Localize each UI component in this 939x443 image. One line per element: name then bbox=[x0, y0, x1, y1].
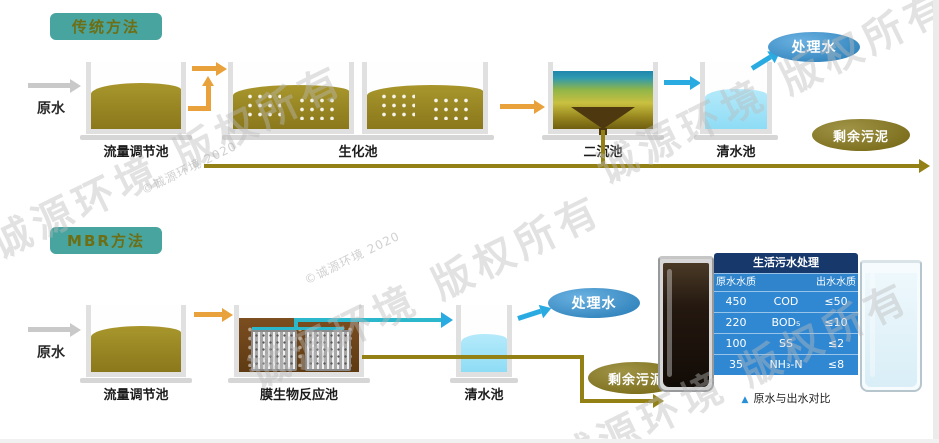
aeration-bubbles bbox=[431, 96, 473, 120]
water-fill bbox=[705, 89, 767, 129]
table-col-header-raw: 原水水质 bbox=[716, 277, 756, 288]
treated-water-badge: 处理水 bbox=[548, 288, 640, 318]
membrane-module bbox=[305, 330, 351, 371]
aeration-bubbles bbox=[245, 92, 281, 118]
flow-arrow bbox=[192, 66, 216, 71]
membrane-module bbox=[251, 330, 297, 371]
regulating-tank bbox=[86, 62, 186, 134]
aeration-bubbles bbox=[297, 96, 339, 120]
permeate-pipe bbox=[294, 318, 442, 322]
raw-water-arrow bbox=[28, 327, 70, 332]
glass-highlight bbox=[870, 273, 876, 378]
treated-water-glass bbox=[860, 260, 922, 392]
table-title: 生活污水处理 bbox=[714, 253, 858, 273]
clear-water-tank bbox=[456, 305, 512, 377]
aeration-bubbles bbox=[379, 92, 415, 118]
treated-water-badge: 处理水 bbox=[768, 32, 860, 62]
parameter: NH₃-N bbox=[769, 358, 803, 371]
raw-value: 35 bbox=[729, 358, 743, 371]
raw-water-label: 原水 bbox=[37, 345, 65, 361]
tank-label: 清水池 bbox=[464, 388, 504, 403]
comparison-caption-text: 原水与出水对比 bbox=[753, 392, 831, 405]
flow-pipe bbox=[188, 106, 210, 111]
copyright-watermark: ©诚源环境 2020 bbox=[302, 228, 403, 288]
raw-water-label: 原水 bbox=[37, 101, 65, 117]
water-fill bbox=[91, 326, 181, 372]
tank-base bbox=[80, 135, 192, 140]
table-col-header-param bbox=[758, 274, 814, 291]
raw-value: 220 bbox=[725, 316, 747, 329]
sludge-arrowhead bbox=[653, 394, 664, 408]
tank-label: 流量调节池 bbox=[103, 388, 169, 403]
flow-arrow bbox=[664, 80, 690, 85]
raw-value: 450 bbox=[725, 295, 747, 308]
table-header-row: 原水水质 出水水质 bbox=[714, 273, 858, 291]
traditional-method-badge: 传统方法 bbox=[50, 13, 162, 40]
triangle-up-icon: ▲ bbox=[741, 395, 749, 405]
sedimentation-tank bbox=[548, 62, 658, 138]
raw-value: 100 bbox=[725, 337, 747, 350]
permeate-manifold bbox=[252, 327, 344, 330]
sludge-line bbox=[601, 130, 605, 168]
sludge-line bbox=[580, 399, 654, 403]
dark-water-fill bbox=[663, 263, 709, 387]
raw-water-glass bbox=[658, 256, 714, 392]
tank-label: 流量调节池 bbox=[103, 145, 169, 160]
sludge-line bbox=[362, 355, 584, 359]
mbr-method-badge: MBR方法 bbox=[50, 227, 162, 254]
table-col-header-out: 出水水质 bbox=[816, 277, 856, 288]
regulating-tank bbox=[86, 305, 186, 377]
clear-water-tank bbox=[700, 62, 772, 134]
excess-sludge-badge: 剩余污泥 bbox=[812, 119, 910, 151]
water-fill bbox=[91, 83, 181, 129]
limit-value: ≤2 bbox=[827, 337, 845, 350]
bio-tank-2 bbox=[362, 62, 488, 134]
table-row: 220 BOD₅ ≤10 bbox=[714, 312, 858, 333]
tank-base bbox=[228, 378, 370, 383]
flow-arrow bbox=[500, 104, 534, 109]
sludge-line bbox=[580, 355, 584, 403]
table-row: 35 NH₃-N ≤8 bbox=[714, 354, 858, 375]
flow-arrow bbox=[517, 308, 542, 321]
tank-label: 生化池 bbox=[338, 145, 378, 160]
glass-highlight bbox=[667, 269, 672, 377]
tank-base bbox=[222, 135, 494, 140]
quality-table: 生活污水处理 原水水质 出水水质 450 COD ≤50 220 BOD₅ ≤1… bbox=[714, 253, 858, 375]
page-edge bbox=[933, 0, 939, 443]
table-row: 100 SS ≤2 bbox=[714, 333, 858, 354]
sludge-line bbox=[204, 164, 920, 168]
page-edge bbox=[0, 439, 939, 443]
clear-water-fill bbox=[865, 273, 917, 387]
bio-tank-1 bbox=[228, 62, 354, 134]
tank-base bbox=[80, 378, 192, 383]
comparison-caption: ▲ 原水与出水对比 bbox=[700, 390, 872, 406]
tank-base bbox=[450, 378, 518, 383]
table-row: 450 COD ≤50 bbox=[714, 291, 858, 312]
flow-arrowhead bbox=[441, 312, 453, 328]
limit-value: ≤10 bbox=[824, 316, 848, 329]
flow-pipe bbox=[206, 86, 211, 111]
water-fill bbox=[461, 334, 507, 372]
sludge-arrowhead bbox=[919, 159, 930, 173]
parameter: BOD₅ bbox=[771, 316, 801, 329]
flow-arrow bbox=[194, 312, 222, 317]
raw-water-arrow bbox=[28, 83, 70, 88]
tank-base bbox=[694, 135, 778, 140]
parameter: COD bbox=[773, 295, 799, 308]
membrane-bioreactor-tank bbox=[234, 305, 364, 377]
tank-label: 清水池 bbox=[716, 145, 756, 160]
limit-value: ≤8 bbox=[827, 358, 845, 371]
settling-funnel bbox=[571, 107, 635, 129]
parameter: SS bbox=[779, 337, 793, 350]
limit-value: ≤50 bbox=[824, 295, 848, 308]
permeate-pipe bbox=[294, 320, 298, 330]
tank-label: 膜生物反应池 bbox=[259, 388, 338, 403]
up-arrowhead-icon bbox=[202, 76, 214, 86]
